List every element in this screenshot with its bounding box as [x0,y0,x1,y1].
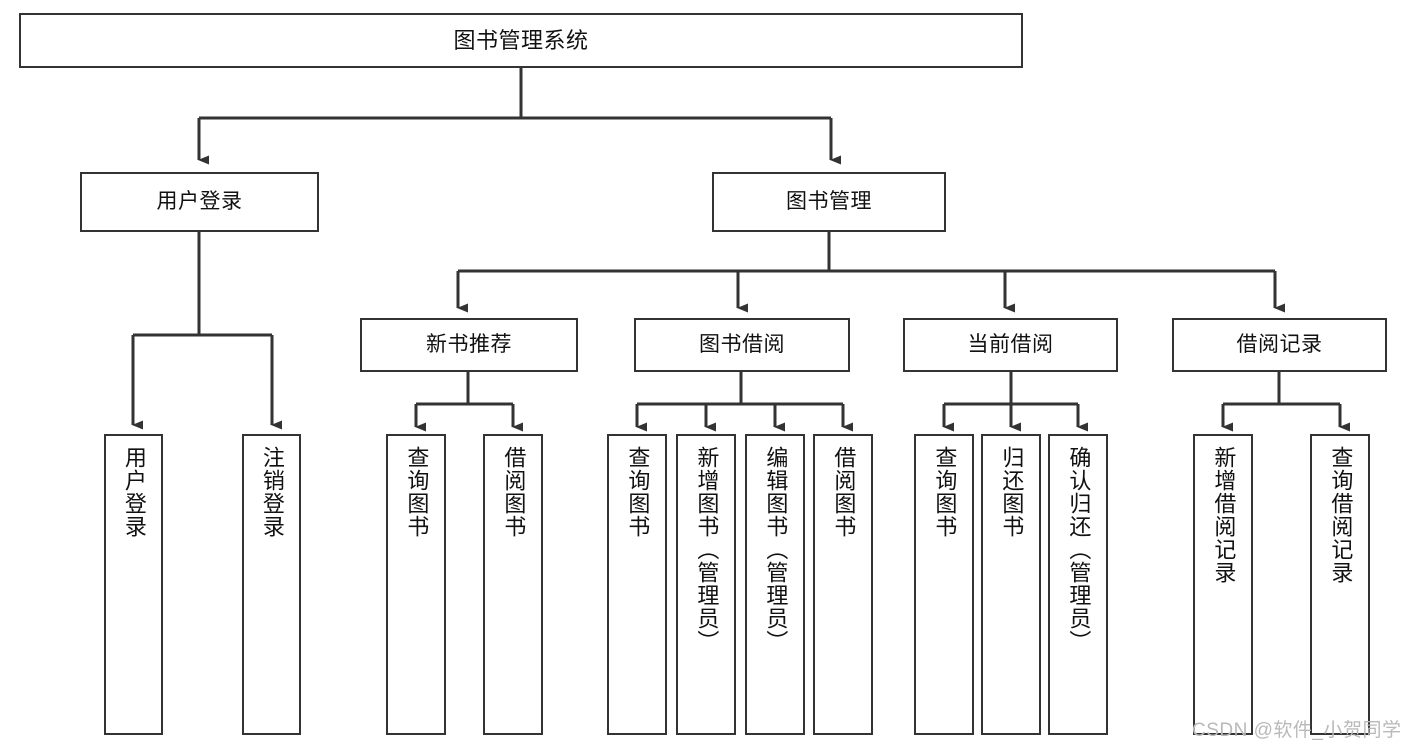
node-user-login-label: 用户登录 [156,189,243,213]
node-leaf-add-book[interactable]: 新增图书（管理员） [676,434,736,735]
node-leaf-logout-login-label: 注销登录 [259,446,285,538]
node-leaf-return-book[interactable]: 归还图书 [981,434,1041,735]
node-book-management-label: 图书管理 [786,189,872,213]
node-leaf-borrow-book-2-label: 借阅图书 [831,446,857,538]
node-leaf-query-book-3[interactable]: 查询图书 [914,434,974,735]
node-leaf-query-book-1-label: 查询图书 [404,446,430,538]
node-leaf-borrow-book-2[interactable]: 借阅图书 [813,434,873,735]
node-leaf-query-book-1[interactable]: 查询图书 [386,434,446,735]
node-root[interactable]: 图书管理系统 [19,13,1023,68]
node-leaf-edit-book-label: 编辑图书（管理员） [763,446,789,653]
node-borrow-record-label: 借阅记录 [1236,332,1323,356]
node-leaf-add-book-label: 新增图书（管理员） [694,446,720,653]
node-leaf-user-login-label: 用户登录 [121,446,147,538]
node-leaf-user-login[interactable]: 用户登录 [104,434,163,735]
node-leaf-return-book-label: 归还图书 [999,446,1025,538]
node-borrow-record[interactable]: 借阅记录 [1172,318,1387,372]
node-leaf-query-record-label: 查询借阅记录 [1328,446,1354,584]
node-book-borrow-label: 图书借阅 [699,332,785,356]
node-leaf-query-record[interactable]: 查询借阅记录 [1310,434,1370,735]
node-user-login[interactable]: 用户登录 [80,172,319,232]
node-leaf-confirm-return-label: 确认归还（管理员） [1066,446,1092,653]
node-current-borrow-label: 当前借阅 [967,332,1054,356]
node-book-management[interactable]: 图书管理 [712,172,946,232]
node-leaf-add-record-label: 新增借阅记录 [1211,446,1237,584]
node-new-book-recommend-label: 新书推荐 [426,332,512,356]
node-leaf-edit-book[interactable]: 编辑图书（管理员） [745,434,805,735]
node-leaf-query-book-2[interactable]: 查询图书 [607,434,667,735]
node-leaf-add-record[interactable]: 新增借阅记录 [1193,434,1253,735]
node-book-borrow[interactable]: 图书借阅 [634,318,850,372]
node-leaf-borrow-book-1-label: 借阅图书 [501,446,527,538]
node-root-label: 图书管理系统 [453,27,589,53]
node-leaf-query-book-3-label: 查询图书 [932,446,958,538]
node-leaf-query-book-2-label: 查询图书 [625,446,651,538]
node-leaf-confirm-return[interactable]: 确认归还（管理员） [1048,434,1108,735]
node-leaf-logout-login[interactable]: 注销登录 [242,434,301,735]
watermark-text: CSDN @软件_小贺同学 [1192,720,1402,741]
node-new-book-recommend[interactable]: 新书推荐 [360,318,578,372]
node-current-borrow[interactable]: 当前借阅 [903,318,1118,372]
node-leaf-borrow-book-1[interactable]: 借阅图书 [483,434,543,735]
